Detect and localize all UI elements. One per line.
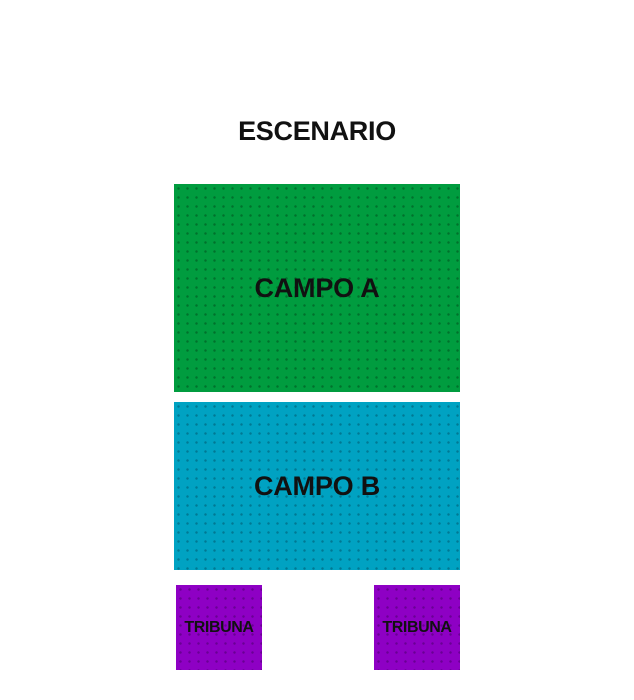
stage-label: ESCENARIO (238, 116, 396, 146)
section-tribuna-right[interactable]: TRIBUNA (374, 585, 460, 670)
section-campo-a[interactable]: CAMPO A (174, 184, 460, 392)
section-tribuna-right-label: TRIBUNA (382, 618, 452, 636)
section-tribuna-left-label: TRIBUNA (184, 618, 254, 636)
section-campo-b[interactable]: CAMPO B (174, 402, 460, 570)
section-tribuna-left[interactable]: TRIBUNA (176, 585, 262, 670)
section-campo-a-label: CAMPO A (254, 272, 380, 303)
section-campo-b-label: CAMPO B (253, 470, 381, 501)
